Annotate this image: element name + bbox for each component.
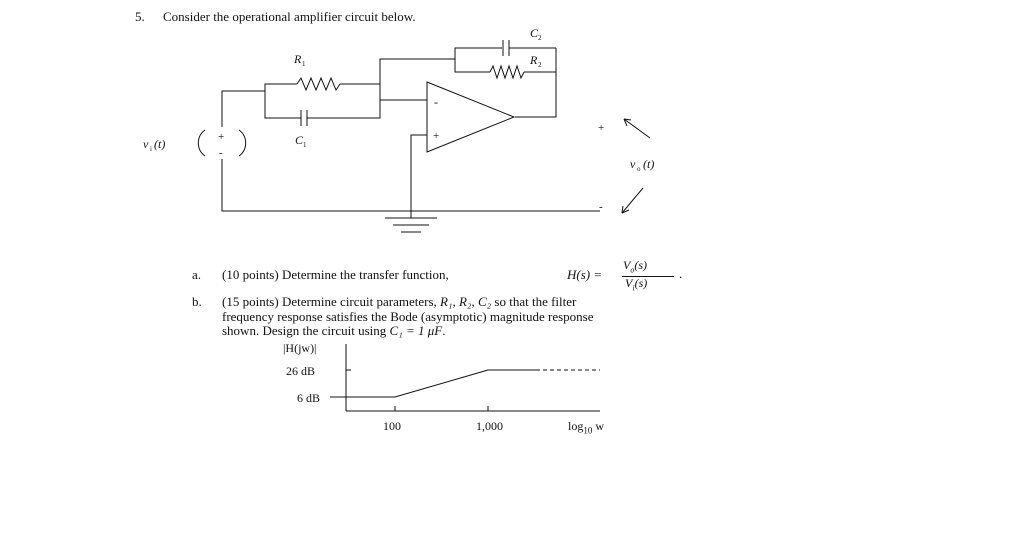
part-a-num-v: V: [623, 258, 631, 272]
wire-r1-c1-leftbranch: [264, 83, 297, 91]
part-b-line1-post: so that the filter: [494, 294, 577, 309]
bode-ytick-26db: 26 dB: [286, 364, 316, 378]
part-a-marker: a.: [192, 267, 202, 282]
part-b-line1-vars: R₁, R₂, C₂: [440, 294, 492, 309]
part-a-fraction-den: Vi(s): [625, 276, 647, 292]
label-r1: R: [293, 52, 302, 66]
opamp-plus: +: [433, 130, 439, 142]
wire-feedback-left: [379, 58, 455, 84]
source-arc-right: [238, 129, 247, 157]
problem-number: 5.: [135, 9, 145, 24]
label-vo-arg: (t): [643, 157, 654, 171]
part-b-line1: (15 points) Determine circuit parameters…: [222, 294, 576, 310]
opamp-triangle: [426, 81, 516, 153]
wire-feedback-c2-branch: [454, 47, 502, 59]
label-c1: C: [295, 133, 304, 147]
part-b-line3-eq: C₁ = 1 μF: [389, 323, 443, 338]
part-b-marker: b.: [192, 294, 202, 309]
bode-xlabel-sub: 10: [583, 425, 593, 436]
label-vi-arg: (t): [154, 137, 165, 151]
problem-statement: Consider the operational amplifier circu…: [163, 9, 416, 24]
label-r1-sub: 1: [302, 60, 306, 68]
label-vi: v: [143, 137, 149, 151]
part-a-num-arg: (s): [634, 258, 648, 272]
output-minus: -: [599, 201, 603, 213]
source-plus: +: [218, 131, 224, 143]
wire-feedback-r2-branch: [454, 59, 490, 73]
output-plus: +: [598, 122, 604, 134]
opamp-minus: -: [434, 95, 438, 109]
part-a-fraction-bar: [622, 276, 674, 277]
bode-xlabel-log: log: [568, 419, 584, 433]
bode-ylabel: |H(jw)|: [283, 341, 317, 355]
part-a-text: (10 points) Determine the transfer funct…: [222, 267, 449, 282]
label-c2-sub: 2: [538, 34, 542, 42]
label-c1-sub: 1: [303, 141, 307, 149]
source-minus: -: [219, 147, 223, 159]
part-b-line3-end: .: [442, 323, 446, 338]
wire-to-inverting: [379, 84, 427, 101]
part-a-end: .: [679, 266, 683, 281]
wire-source-bottom: [221, 159, 600, 212]
part-a-den-sub: i: [632, 283, 635, 293]
part-a-hs: H(s) =: [567, 267, 603, 282]
part-a-fraction-num: Vo(s): [623, 258, 647, 274]
wire-r1-c1-right: [310, 83, 381, 119]
r1-zigzag: [296, 76, 341, 92]
bode-xtick-100: 100: [383, 419, 401, 433]
wire-feedback-out: [515, 48, 557, 118]
label-r2: R: [529, 53, 538, 67]
part-a-num-sub: o: [630, 265, 635, 275]
bode-xlabel-w: w: [595, 419, 605, 433]
r2-zigzag: [489, 64, 525, 80]
part-b-line3: shown. Design the circuit using C₁ = 1 μ…: [222, 323, 445, 339]
source-arc-left: [197, 129, 206, 157]
part-b-line3-pre: shown. Design the circuit using: [222, 323, 387, 338]
label-vi-sub: i: [150, 145, 152, 153]
bode-xtick-1000: 1,000: [476, 419, 503, 433]
vo-arrow-bottom-head: [621, 205, 630, 214]
vo-arrow-bottom: [621, 187, 644, 214]
label-vo: v: [630, 157, 636, 171]
bode-ytick-6db: 6 dB: [297, 391, 321, 405]
label-r2-sub: 2: [538, 61, 542, 69]
part-b-line2: frequency response satisfies the Bode (a…: [222, 309, 594, 324]
part-a-den-v: V: [625, 276, 633, 290]
vo-arrow-top: [623, 118, 651, 139]
label-vo-sub: o: [637, 165, 641, 173]
wire-source-top: [221, 90, 265, 127]
vo-arrow-top-head: [623, 118, 632, 127]
part-b-line1-pre: (15 points) Determine circuit parameters…: [222, 294, 437, 309]
wire-r1-c1-left: [264, 91, 298, 119]
wire-noninv-ground: [410, 134, 427, 211]
label-c2: C: [530, 26, 539, 40]
part-a-den-arg: (s): [634, 276, 648, 290]
bode-xlabel: log10 w: [568, 419, 604, 435]
